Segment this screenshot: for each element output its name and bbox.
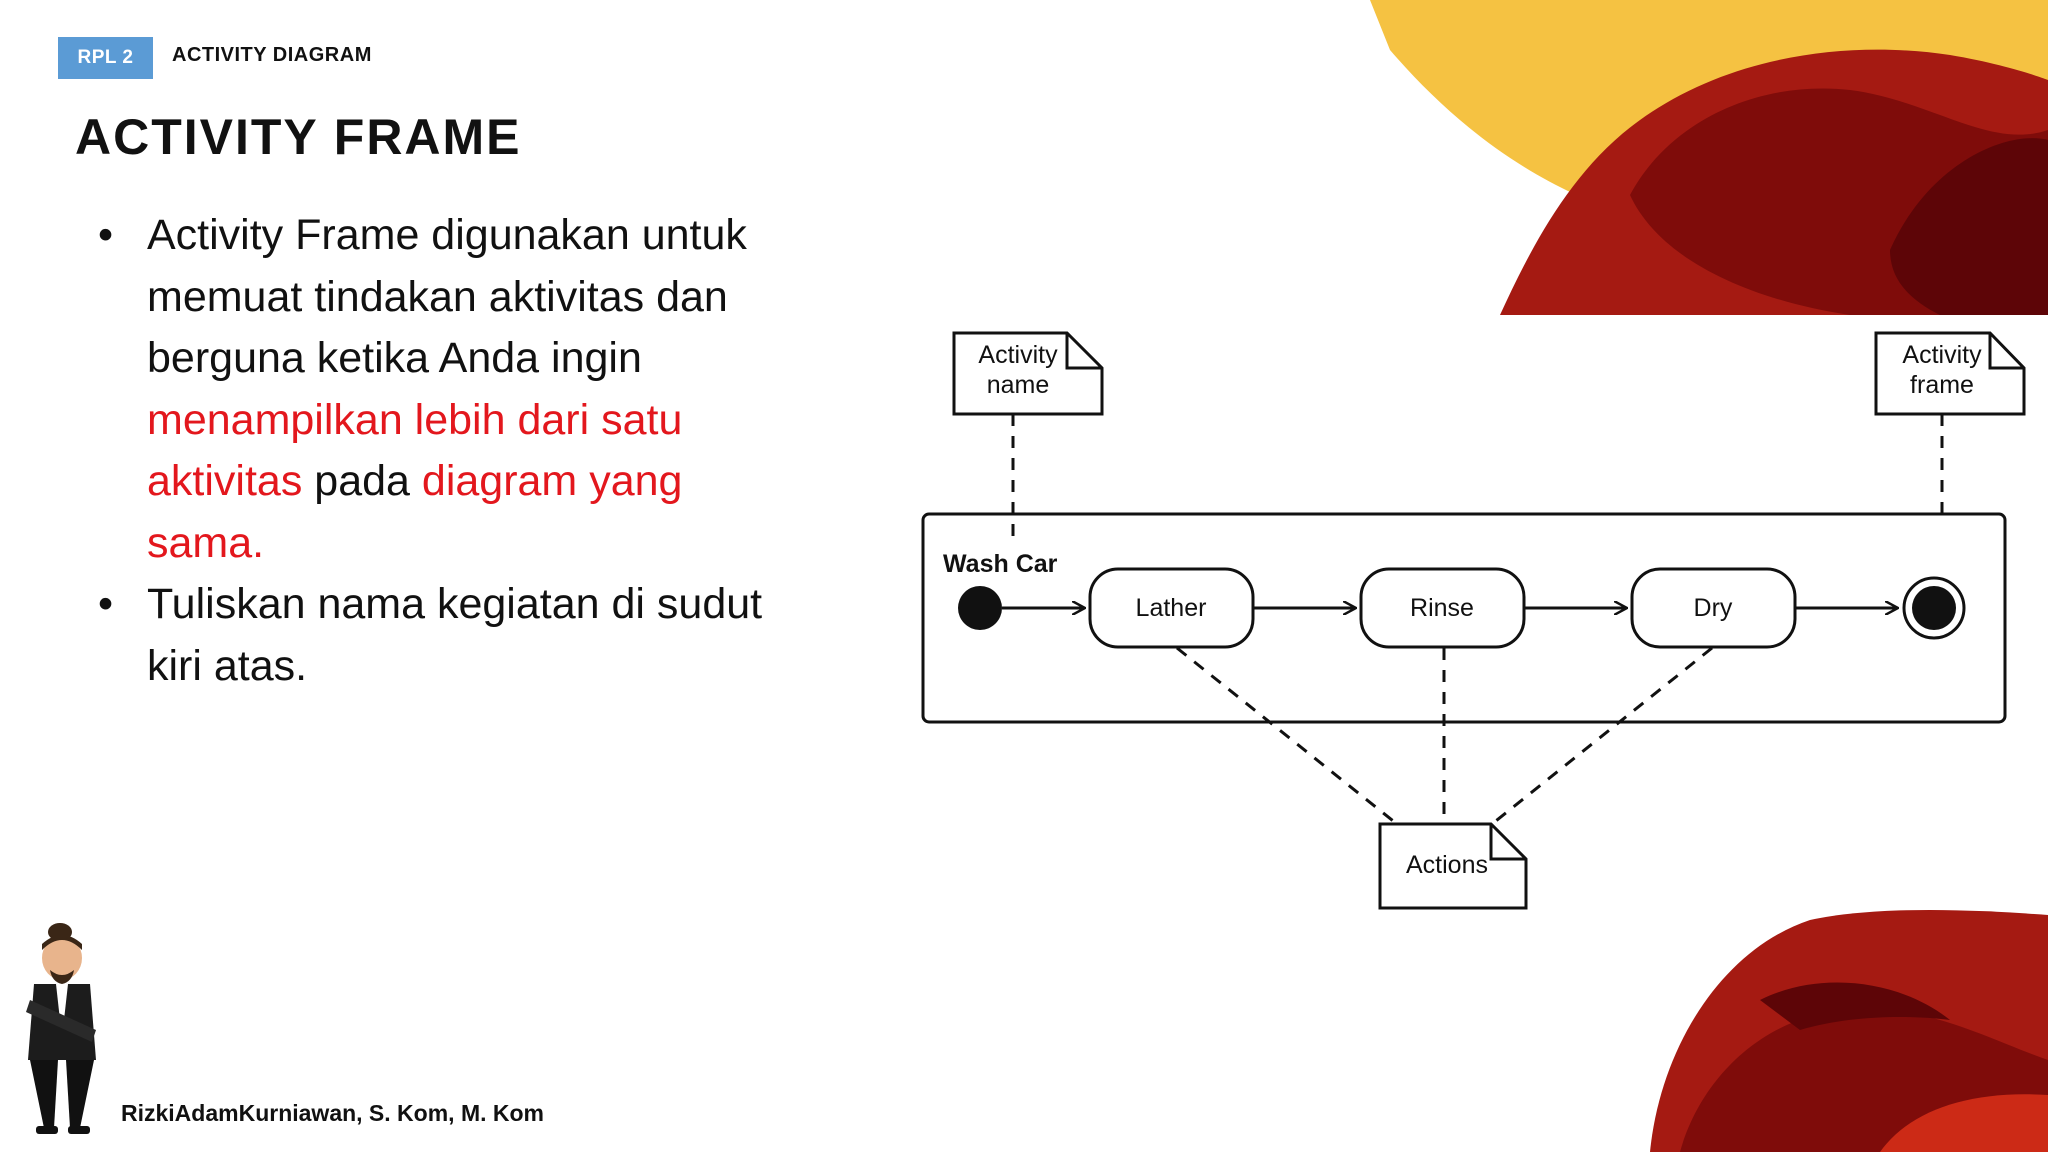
action-label: Rinse bbox=[1410, 594, 1474, 622]
final-node-dot bbox=[1912, 586, 1956, 630]
note-connector bbox=[1491, 646, 1713, 826]
note-connector bbox=[1176, 646, 1398, 826]
note-activity-frame bbox=[1874, 331, 2026, 416]
note-fold bbox=[1065, 333, 1102, 370]
note-activity-name bbox=[952, 331, 1104, 416]
note-text: frame bbox=[1910, 371, 1974, 399]
bullet-list: Activity Frame digunakan untuk memuat ti… bbox=[98, 205, 778, 697]
activity-diagram: Activity name Activity frame Actions Lat… bbox=[921, 331, 2026, 910]
bullet-item: Activity Frame digunakan untuk memuat ti… bbox=[98, 205, 778, 574]
note-text: Activity bbox=[978, 341, 1058, 369]
page-title: ACTIVITY FRAME bbox=[75, 109, 522, 165]
bullet-highlight: diagram yang sama. bbox=[147, 457, 683, 567]
decorative-shape-bottom-right bbox=[1650, 910, 2048, 1152]
frame-name: Wash Car bbox=[943, 550, 1058, 578]
bullet-text: pada bbox=[302, 457, 422, 505]
note-text: Actions bbox=[1406, 851, 1488, 879]
note-fold bbox=[1988, 333, 2024, 370]
note-text: name bbox=[987, 371, 1050, 399]
action-label: Dry bbox=[1694, 594, 1733, 622]
bullet-text: Activity Frame digunakan untuk memuat ti… bbox=[147, 211, 747, 382]
bullet-item: Tuliskan nama kegiatan di sudut kiri ata… bbox=[98, 574, 778, 697]
presenter-avatar bbox=[26, 923, 96, 1134]
course-badge: RPL 2 bbox=[58, 37, 153, 79]
note-text: Activity bbox=[1902, 341, 1982, 369]
action-label: Lather bbox=[1136, 594, 1207, 622]
decorative-shape-top-right bbox=[1370, 0, 2048, 315]
note-fold bbox=[1489, 824, 1526, 861]
initial-node bbox=[958, 586, 1002, 630]
section-label: ACTIVITY DIAGRAM bbox=[172, 44, 372, 66]
bullet-text: Tuliskan nama kegiatan di sudut kiri ata… bbox=[147, 580, 763, 690]
bullet-highlight: menampilkan lebih dari satu aktivitas bbox=[147, 395, 683, 506]
author-name: RizkiAdamKurniawan, S. Kom, M. Kom bbox=[121, 1100, 544, 1126]
